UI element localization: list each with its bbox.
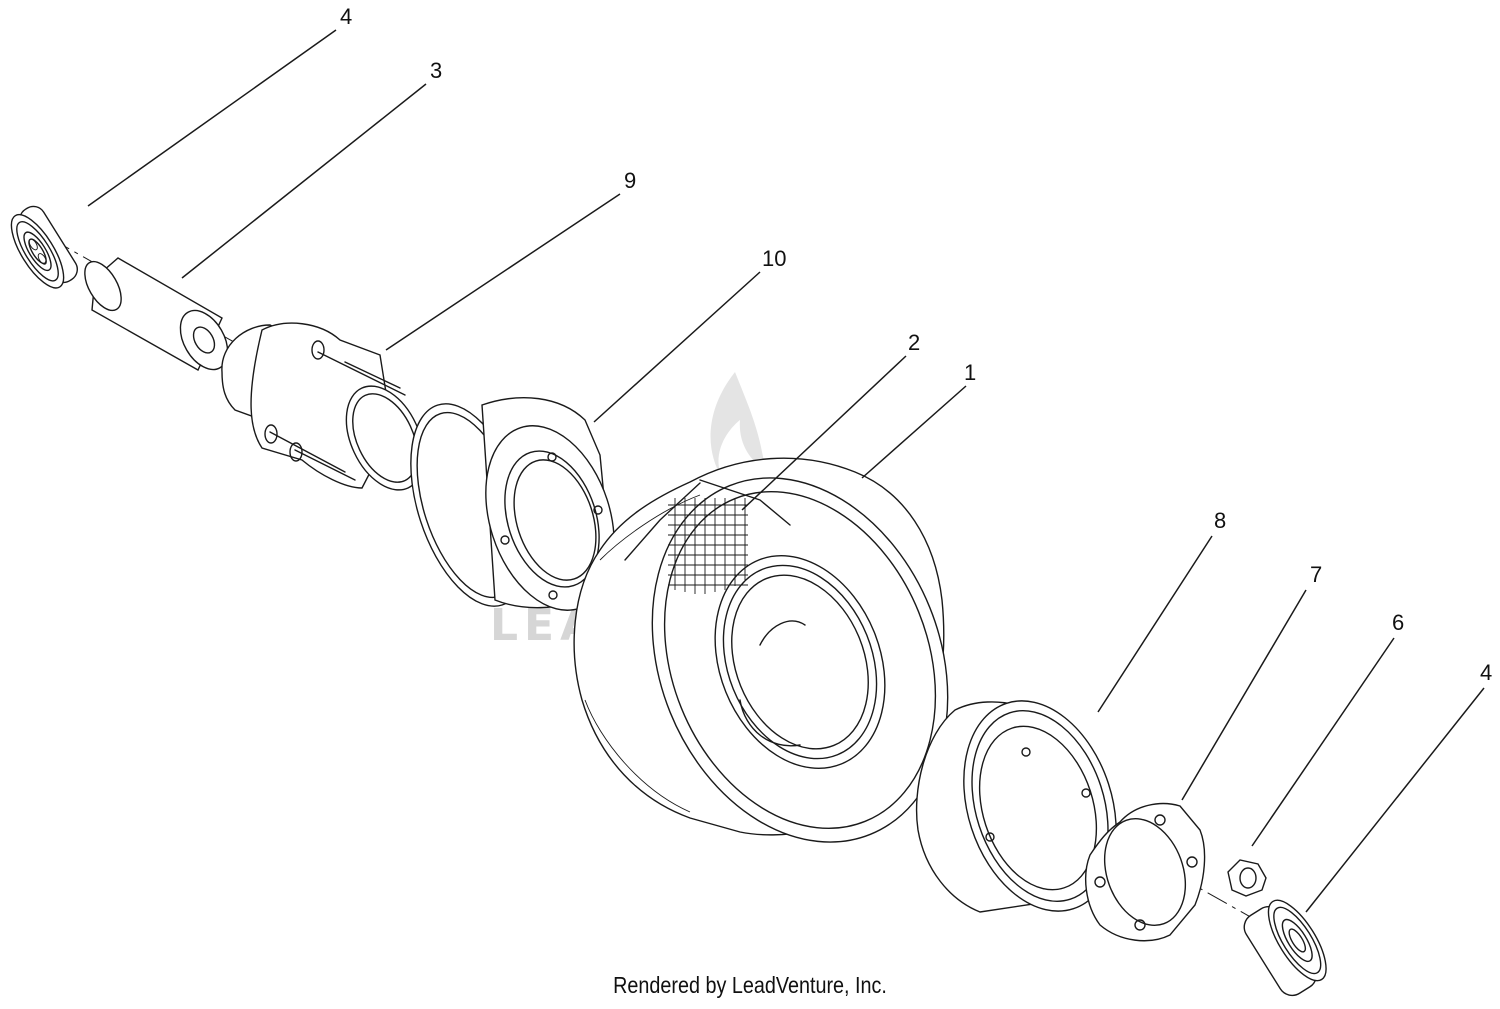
leader-2 [741, 355, 907, 511]
part-tire [573, 457, 949, 843]
part-flange-plate [1085, 802, 1206, 942]
leader-lines [87, 29, 1485, 913]
callout-9: 9 [624, 168, 636, 193]
part-spacer-tube [84, 257, 229, 371]
callout-1: 1 [964, 360, 976, 385]
part-valve-label [624, 479, 791, 594]
callout-8: 8 [1214, 508, 1226, 533]
leader-6 [1251, 637, 1395, 847]
callout-4-right: 4 [1480, 660, 1492, 685]
part-nut [1227, 859, 1267, 897]
part-rim-half-right [915, 700, 1117, 913]
leader-8 [1097, 535, 1213, 713]
part-bearing-left [10, 205, 78, 289]
leader-1 [861, 385, 967, 479]
leader-4-right [1305, 687, 1485, 913]
part-rim-half-left [410, 397, 615, 611]
part-bearing-right [1243, 899, 1327, 997]
callout-7: 7 [1310, 562, 1322, 587]
leader-4-left [87, 29, 337, 207]
callout-4-left: 4 [340, 4, 352, 29]
callout-6: 6 [1392, 610, 1404, 635]
leader-9 [385, 193, 621, 351]
callout-labels: 4 3 9 10 2 1 8 7 6 4 [340, 4, 1492, 685]
part-hub [221, 322, 425, 491]
leader-3 [181, 83, 427, 279]
leader-7 [1181, 589, 1307, 801]
leader-10 [593, 271, 761, 423]
callout-10: 10 [762, 246, 786, 271]
callout-2: 2 [908, 330, 920, 355]
footer-credit: Rendered by LeadVenture, Inc. [613, 972, 887, 998]
callout-3: 3 [430, 58, 442, 83]
watermark-flame-icon [710, 372, 765, 478]
